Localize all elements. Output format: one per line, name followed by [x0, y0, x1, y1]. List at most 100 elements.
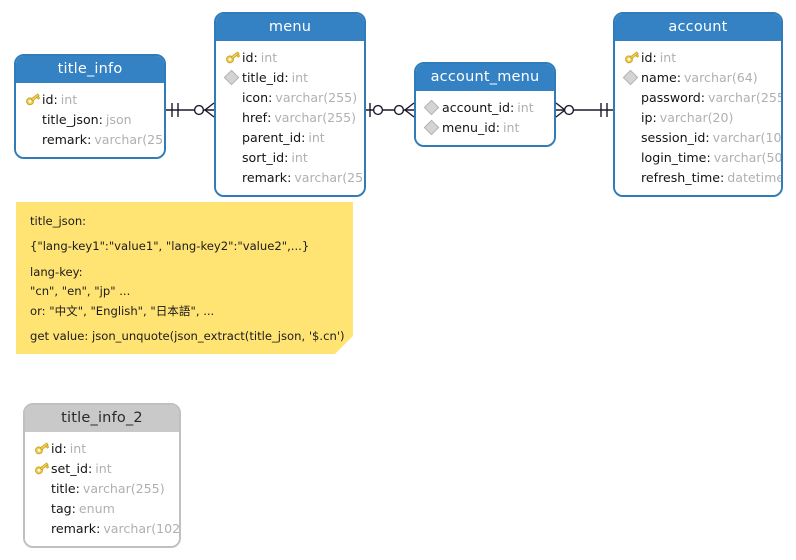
- entity-menu-fields: id: int title_id: int icon: varchar(255)…: [216, 41, 364, 195]
- field-row[interactable]: id: int: [25, 438, 179, 458]
- field-type: varchar(20): [659, 109, 734, 125]
- entity-account-menu[interactable]: account_menu account_id: int menu_id: in…: [414, 62, 556, 147]
- field-type: int: [517, 99, 534, 115]
- field-colon: :: [53, 91, 58, 107]
- field-type: int: [291, 149, 308, 165]
- entity-menu[interactable]: menu id: int title_id: int: [214, 12, 366, 197]
- diamond-icon: [223, 69, 242, 86]
- field-name: id: [242, 49, 254, 65]
- entity-title-info-2[interactable]: title_info_2 id: int: [23, 403, 181, 548]
- field-colon: :: [98, 111, 103, 127]
- field-name: title_id: [242, 69, 285, 85]
- diamond-icon: [622, 69, 641, 86]
- field-colon: :: [71, 500, 76, 516]
- field-type: int: [95, 460, 112, 476]
- field-name: ip: [641, 109, 653, 125]
- field-colon: :: [62, 440, 67, 456]
- field-type: int: [60, 91, 78, 107]
- field-name: session_id: [641, 129, 706, 145]
- field-colon: :: [284, 149, 289, 165]
- field-colon: :: [96, 520, 101, 536]
- field-name: login_time: [641, 149, 707, 165]
- note-line: or: "中文", "English", "日本語", ...: [30, 303, 215, 318]
- key-icon: [34, 440, 51, 456]
- field-name: remark: [242, 169, 288, 185]
- entity-title-info-2-header: title_info_2: [25, 405, 179, 432]
- relationship-title-info-menu[interactable]: [166, 100, 215, 120]
- field-type: int: [69, 440, 87, 456]
- field-name: id: [51, 440, 63, 456]
- field-row[interactable]: password: varchar(255): [615, 87, 781, 107]
- field-row[interactable]: remark: varchar(255): [216, 167, 364, 187]
- field-row[interactable]: parent_id: int: [216, 127, 364, 147]
- no-marker: [34, 520, 51, 536]
- field-row[interactable]: login_time: varchar(50): [615, 147, 781, 167]
- field-row[interactable]: ip: varchar(20): [615, 107, 781, 127]
- field-type: int: [260, 49, 278, 65]
- field-row[interactable]: account_id: int: [416, 97, 554, 117]
- relationship-menu-account-menu[interactable]: [366, 100, 415, 120]
- field-colon: :: [495, 119, 501, 135]
- field-name: id: [641, 49, 653, 65]
- field-type: varchar(50): [713, 149, 783, 165]
- field-row[interactable]: menu_id: int: [416, 117, 554, 137]
- field-colon: :: [720, 169, 725, 185]
- field-row[interactable]: session_id: varchar(100): [615, 127, 781, 147]
- field-row[interactable]: remark: varchar(255): [16, 129, 164, 149]
- field-colon: :: [706, 149, 711, 165]
- field-name: name: [641, 69, 677, 85]
- key-icon: [25, 91, 42, 107]
- entity-account[interactable]: account id: int name: varchar(64): [613, 12, 783, 197]
- field-colon: :: [87, 131, 92, 147]
- field-row[interactable]: set_id: int: [25, 458, 179, 478]
- field-row[interactable]: title_id: int: [216, 67, 364, 87]
- field-row[interactable]: title_json: json: [16, 109, 164, 129]
- note-line: "cn", "en", "jp" ...: [30, 284, 131, 299]
- field-type: enum: [78, 500, 115, 516]
- note-line: {"lang-key1":"value1", "lang-key2":"valu…: [30, 239, 310, 254]
- entity-account-header: account: [615, 14, 781, 41]
- key-icon: [34, 460, 51, 476]
- field-row[interactable]: icon: varchar(255): [216, 87, 364, 107]
- field-type: varchar(64): [683, 69, 758, 85]
- field-row[interactable]: id: int: [216, 47, 364, 67]
- field-type: int: [659, 49, 677, 65]
- no-marker: [624, 129, 641, 145]
- field-name: account_id: [442, 99, 510, 115]
- field-row[interactable]: remark: varchar(1024): [25, 518, 179, 538]
- key-icon: [225, 49, 242, 65]
- no-marker: [25, 131, 42, 147]
- field-name: remark: [51, 520, 97, 536]
- entity-account-menu-header: account_menu: [416, 64, 554, 91]
- diamond-icon: [423, 119, 442, 136]
- field-row[interactable]: id: int: [16, 89, 164, 109]
- field-colon: :: [676, 69, 681, 85]
- no-marker: [624, 109, 641, 125]
- field-row[interactable]: title: varchar(255): [25, 478, 179, 498]
- field-row[interactable]: tag: enum: [25, 498, 179, 518]
- field-colon: :: [301, 129, 306, 145]
- field-colon: :: [267, 109, 272, 125]
- no-marker: [225, 149, 242, 165]
- field-type: int: [503, 119, 520, 135]
- field-row[interactable]: sort_id: int: [216, 147, 364, 167]
- field-type: int: [308, 129, 325, 145]
- note-line: get value: json_unquote(json_extract(tit…: [30, 329, 345, 344]
- no-marker: [624, 89, 641, 105]
- field-name: id: [42, 91, 54, 107]
- field-row[interactable]: id: int: [615, 47, 781, 67]
- field-name: sort_id: [242, 149, 285, 165]
- field-row[interactable]: refresh_time: datetime: [615, 167, 781, 187]
- title-json-note[interactable]: title_json: {"lang-key1":"value1", "lang…: [16, 202, 353, 354]
- entity-title-info[interactable]: title_info id: int title_json: json: [14, 54, 166, 159]
- field-row[interactable]: name: varchar(64): [615, 67, 781, 87]
- entity-account-fields: id: int name: varchar(64) password: varc…: [615, 41, 781, 195]
- no-marker: [624, 149, 641, 165]
- field-name: refresh_time: [641, 169, 721, 185]
- field-name: remark: [42, 131, 88, 147]
- field-type: varchar(100): [712, 129, 782, 145]
- field-name: menu_id: [442, 119, 496, 135]
- relationship-account-menu-account[interactable]: [555, 100, 613, 120]
- field-row[interactable]: href: varchar(255): [216, 107, 364, 127]
- no-marker: [225, 169, 242, 185]
